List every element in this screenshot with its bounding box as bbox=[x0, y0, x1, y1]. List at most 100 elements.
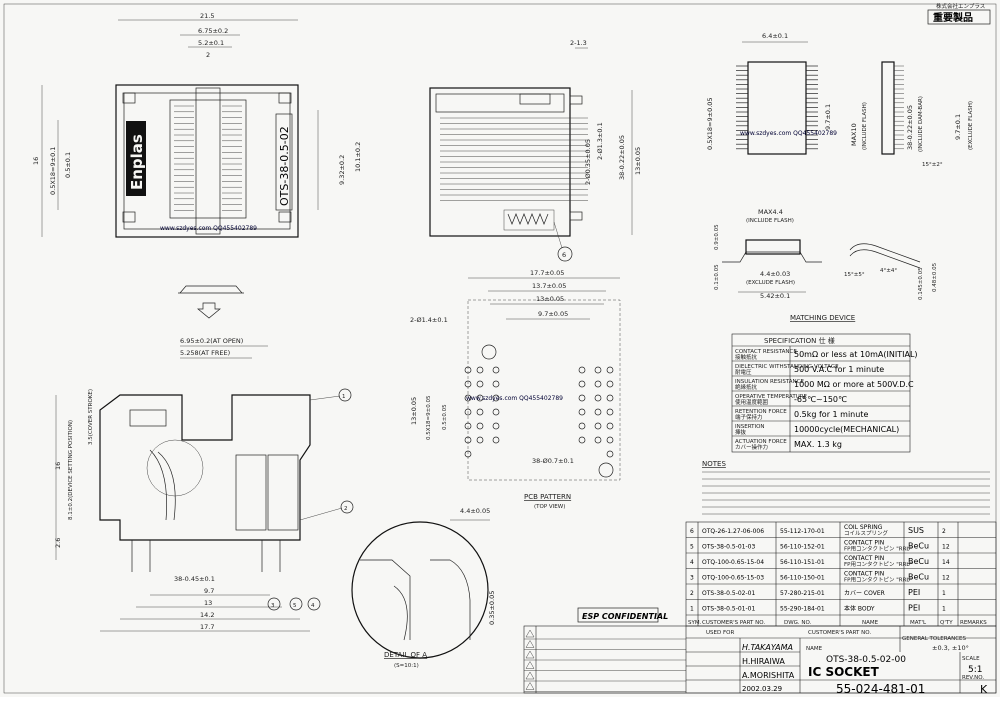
dim-pkg-9-7: 9.7±0.1 bbox=[824, 104, 832, 130]
bom-header-qty: Q'TY bbox=[940, 620, 953, 626]
bom-dwg-1: 56-110-152-01 bbox=[780, 544, 825, 551]
dim-include-flash-2: (INCLUDE FLASH) bbox=[746, 218, 794, 224]
lead-detail-profile bbox=[849, 243, 921, 263]
bom-dwg-4: 57-280-215-01 bbox=[780, 590, 825, 597]
bom-dwg-2: 56-110-151-01 bbox=[780, 559, 825, 566]
bom-no-4: 2 bbox=[690, 590, 694, 597]
pcb-dim-0-5: 0.5±0.05 bbox=[442, 404, 448, 430]
bom-name-0: COIL SPRING bbox=[844, 524, 883, 531]
tssop-package-side bbox=[881, 61, 895, 155]
spec-value-2: 1000 MΩ or more at 500V.D.C bbox=[794, 380, 914, 389]
spec-item-jp-0: 接触抵抗 bbox=[735, 353, 758, 361]
detail-a-view: 4.4±0.05 0.35±0.05 DETAIL OF A (S=10:1) bbox=[351, 507, 496, 669]
revision-mark bbox=[525, 640, 535, 648]
pcb-pad bbox=[492, 436, 500, 444]
dim-13-front: 13 bbox=[204, 599, 212, 607]
drawn-by: A.MORISHITA bbox=[742, 671, 795, 680]
top-view: 21.5 6.75±0.2 5.2±0.1 2 Enplas OTS-38-0.… bbox=[32, 12, 362, 319]
detail-circle bbox=[351, 521, 489, 659]
spec-value-5: 10000cycle(MECHANICAL) bbox=[794, 425, 899, 434]
revision-mark bbox=[525, 650, 535, 659]
bom-dwg-3: 56-110-150-01 bbox=[780, 575, 825, 582]
pcb-pad bbox=[492, 394, 500, 402]
bom-no-2: 4 bbox=[690, 559, 694, 566]
matching-device-view: 6.4±0.1 0.5X18=9±0.05 9.7±0.1 MAX10 (INC… bbox=[706, 32, 974, 322]
dim-6-75: 6.75±0.2 bbox=[198, 27, 228, 35]
important-product-stamp: 重要製品 bbox=[933, 11, 973, 24]
dim-10-1: 10.1±0.2 bbox=[354, 142, 362, 172]
pcb-dim-2-dia-1-4: 2-Ø1.4±0.1 bbox=[410, 316, 448, 324]
title-block: ESP CONFIDENTIAL USED FOR CUSTOMER'S PAR… bbox=[523, 607, 997, 696]
spec-value-3: -65℃~150℃ bbox=[794, 395, 847, 404]
bom-dwg-0: 55-112-170-01 bbox=[780, 528, 825, 535]
pcb-pad bbox=[594, 422, 602, 430]
spec-item-3: OPERATIVE TEMPERATURE bbox=[735, 394, 808, 400]
bom-mat-5: PEI bbox=[908, 604, 920, 613]
dim-3-5: 3.5(COVER STROKE) bbox=[88, 389, 94, 445]
bom-cust-0: OTQ-26-1.27-06-006 bbox=[702, 528, 764, 535]
drawing-date: 2002.03.29 bbox=[742, 685, 782, 693]
pcb-pad bbox=[594, 394, 602, 402]
bom-name2-3: FP用コンタクトピン "RRb" bbox=[844, 576, 912, 584]
package-side-leads bbox=[894, 65, 904, 150]
pcb-pad bbox=[476, 394, 484, 402]
spec-value-0: 50mΩ or less at 10mA(INITIAL) bbox=[794, 350, 918, 359]
sheet-border bbox=[3, 3, 997, 694]
pcb-mount-hole-1 bbox=[481, 344, 497, 360]
rev-label: REV.NO. bbox=[962, 675, 984, 681]
tolerance-value: ±0.3, ±10° bbox=[932, 644, 969, 652]
lead-frame-lines bbox=[440, 117, 588, 201]
socket-name: IC SOCKET bbox=[808, 665, 880, 679]
bom-dwg-5: 55-290-184-01 bbox=[780, 606, 825, 613]
specification-table: SPECIFICATION 仕 様 CONTACT RESISTANCE接触抵抗… bbox=[731, 333, 918, 453]
pcb-pad bbox=[476, 366, 484, 374]
dim-16-front: 16 bbox=[54, 462, 62, 470]
bom-name-2: CONTACT PIN bbox=[844, 555, 884, 562]
pcb-caption: PCB PATTERN bbox=[524, 493, 571, 501]
dim-max4-4: MAX4.4 bbox=[758, 208, 783, 216]
parts-list-table: 6 OTQ-26-1.27-06-006 55-112-170-01 COIL SPR… bbox=[685, 521, 997, 627]
pcb-dim-9-7: 9.7±0.05 bbox=[538, 310, 568, 318]
section-body-outline bbox=[99, 394, 311, 541]
dim-0-145: 0.145±0.05 bbox=[918, 267, 924, 300]
pcb-pad bbox=[476, 422, 484, 430]
dim-include-flash: (INCLUDE FLASH) bbox=[862, 102, 868, 150]
dim-2-1-3: 2-1.3 bbox=[570, 39, 587, 47]
pcb-pad bbox=[594, 408, 602, 416]
bom-mat-4: PEI bbox=[908, 588, 920, 597]
revision-mark bbox=[525, 629, 535, 638]
bom-header-sym: SYM. bbox=[688, 620, 702, 626]
pcb-pad bbox=[606, 422, 614, 430]
dim-15deg: 15°±2° bbox=[922, 162, 943, 168]
bom-no-5: 1 bbox=[690, 606, 694, 613]
dim-2-dia-1-3: 2-Ø1.3±0.1 bbox=[596, 122, 604, 160]
bom-mat-0: SUS bbox=[908, 526, 924, 535]
pcb-pad bbox=[578, 380, 586, 388]
general-tolerances-label: GENERAL TOLERANCES bbox=[902, 636, 967, 642]
enplas-logo-text: Enplas bbox=[128, 134, 146, 190]
pcb-pad bbox=[594, 436, 602, 444]
pcb-pattern-view: 17.7±0.05 13.7±0.05 13±0.05 9.7±0.05 2-Ø… bbox=[410, 269, 621, 510]
dim-4deg: 4°±4° bbox=[880, 268, 897, 274]
pcb-pad bbox=[578, 408, 586, 416]
bom-header-cust: CUSTOMER'S PART NO. bbox=[702, 620, 765, 626]
dim-38-0-45: 38-0.45±0.1 bbox=[174, 575, 215, 583]
pcb-pad bbox=[578, 394, 586, 402]
dim-6-95: 6.95±0.2(AT OPEN) bbox=[180, 337, 243, 345]
dim-14-2: 14.2 bbox=[200, 611, 214, 619]
revision-mark bbox=[525, 671, 535, 680]
bom-no-0: 6 bbox=[690, 528, 694, 535]
pcb-dim-13: 13±0.05 bbox=[536, 295, 564, 303]
bom-header-mat: MAT'L bbox=[910, 620, 927, 626]
pcb-pad bbox=[492, 422, 500, 430]
dim-38-0-22-pkg: 38-0.22±0.05 bbox=[906, 105, 914, 150]
pcb-pad bbox=[476, 380, 484, 388]
dim-0-5: 0.5±0.1 bbox=[64, 152, 72, 178]
spec-item-jp-6: カバー操作力 bbox=[735, 443, 768, 451]
balloon-6 bbox=[557, 246, 573, 262]
checked-by: H.HIRAIWA bbox=[742, 657, 785, 666]
dim-9-7-front: 9.7 bbox=[204, 587, 214, 595]
bom-header-name: NAME bbox=[862, 620, 879, 626]
spec-item-1: DIELECTRIC WITHSTANDING VOLTAGE bbox=[735, 364, 839, 370]
bom-mat-2: BeCu bbox=[908, 557, 929, 566]
